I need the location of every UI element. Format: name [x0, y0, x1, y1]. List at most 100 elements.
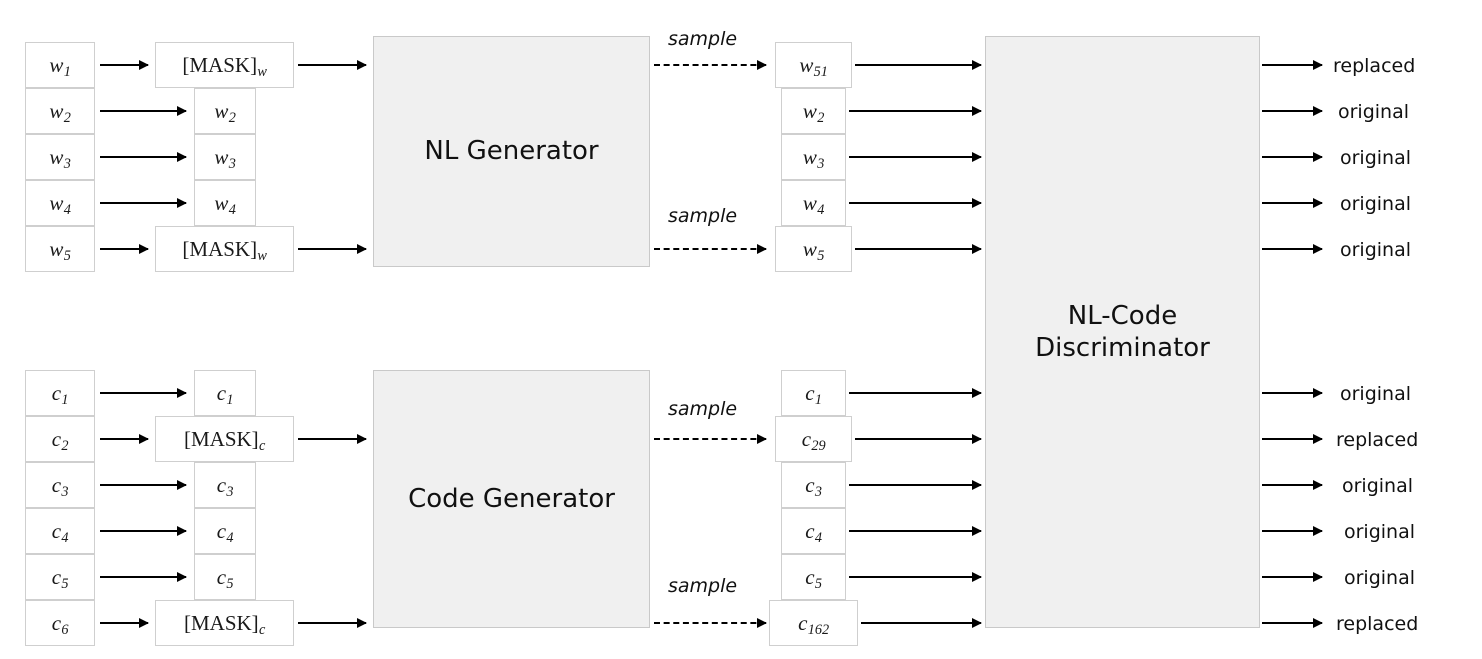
- token-text: c3: [805, 472, 823, 501]
- token-text: w2: [49, 98, 71, 127]
- arrow-code-to-discriminator-2: [855, 434, 982, 444]
- code-masked-token-6: [MASK]c: [155, 600, 294, 646]
- arrow-code-to-discriminator-3: [849, 480, 982, 490]
- code-output-label-4: original: [1344, 521, 1416, 543]
- token-text: [MASK]w: [182, 236, 267, 265]
- token-text: [MASK]c: [183, 426, 266, 455]
- token-text: w4: [802, 190, 825, 219]
- arrow-nl-input-2: [100, 106, 187, 116]
- nl-sampled-token-3: w3: [781, 134, 846, 180]
- arrow-code-output-3: [1262, 480, 1323, 490]
- arrow-code-output-1: [1262, 388, 1323, 398]
- nl-output-label-2: original: [1338, 101, 1410, 123]
- nl-input-token-3: w3: [25, 134, 95, 180]
- token-text: w5: [49, 236, 71, 265]
- code-sampled-token-2: c29: [775, 416, 852, 462]
- nl-input-token-5: w5: [25, 226, 95, 272]
- token-text: c1: [51, 380, 69, 409]
- arrow-nl-sample-2: [654, 244, 767, 254]
- code-output-label-2: replaced: [1336, 429, 1419, 451]
- nl-masked-token-4: w4: [194, 180, 256, 226]
- code-masked-token-5: c5: [194, 554, 256, 600]
- code-masked-token-2: [MASK]c: [155, 416, 294, 462]
- token-text: c5: [216, 564, 234, 593]
- arrow-code-input-5: [100, 572, 187, 582]
- arrow-code-input-1: [100, 388, 187, 398]
- code-sampled-token-4: c4: [781, 508, 846, 554]
- nl-sampled-token-4: w4: [781, 180, 846, 226]
- arrow-nl-input-1: [100, 60, 149, 70]
- token-text: c2: [51, 426, 69, 455]
- arrow-code-mask-to-generator-1: [298, 434, 367, 444]
- token-text: w2: [802, 98, 825, 127]
- token-text: c3: [216, 472, 234, 501]
- arrow-code-sample-2: [654, 618, 767, 628]
- nl-masked-token-3: w3: [194, 134, 256, 180]
- nl-sample-label-top: sample: [668, 28, 738, 50]
- code-output-label-1: original: [1340, 383, 1412, 405]
- arrow-nl-output-2: [1262, 106, 1323, 116]
- arrow-code-input-4: [100, 526, 187, 536]
- arrow-nl-mask-to-generator-2: [298, 244, 367, 254]
- token-text: c4: [805, 518, 823, 547]
- token-text: c3: [51, 472, 69, 501]
- nl-output-label-3: original: [1340, 147, 1412, 169]
- nl-input-token-2: w2: [25, 88, 95, 134]
- code-masked-token-1: c1: [194, 370, 256, 416]
- arrow-code-input-2: [100, 434, 149, 444]
- arrow-code-output-2: [1262, 434, 1323, 444]
- token-text: w3: [802, 144, 825, 173]
- arrow-code-sample-1: [654, 434, 767, 444]
- token-text: c4: [51, 518, 69, 547]
- arrow-nl-output-5: [1262, 244, 1323, 254]
- arrow-nl-input-3: [100, 152, 187, 162]
- arrow-code-mask-to-generator-2: [298, 618, 367, 628]
- token-text: c6: [51, 610, 69, 639]
- arrow-nl-to-discriminator-3: [849, 152, 982, 162]
- code-output-label-5: original: [1344, 567, 1416, 589]
- discriminator-label-line2: Discriminator: [1035, 333, 1210, 363]
- arrow-nl-to-discriminator-1: [855, 60, 982, 70]
- token-text: c162: [798, 610, 830, 639]
- nl-masked-token-5: [MASK]w: [155, 226, 294, 272]
- nl-sampled-token-2: w2: [781, 88, 846, 134]
- token-text: c29: [801, 426, 826, 455]
- arrow-code-input-3: [100, 480, 187, 490]
- arrow-nl-to-discriminator-5: [855, 244, 982, 254]
- token-text: w4: [214, 190, 236, 219]
- nl-generator-block: NL Generator: [373, 36, 650, 267]
- arrow-code-output-4: [1262, 526, 1323, 536]
- nl-masked-token-2: w2: [194, 88, 256, 134]
- nl-input-token-1: w1: [25, 42, 95, 88]
- token-text: c5: [51, 564, 69, 593]
- code-sampled-token-6: c162: [769, 600, 858, 646]
- code-output-label-3: original: [1342, 475, 1414, 497]
- nl-output-label-5: original: [1340, 239, 1412, 261]
- arrow-nl-mask-to-generator-1: [298, 60, 367, 70]
- arrow-nl-input-5: [100, 244, 149, 254]
- nl-output-label-4: original: [1340, 193, 1412, 215]
- nl-sample-label-bottom: sample: [668, 205, 738, 227]
- token-text: [MASK]w: [182, 52, 267, 81]
- code-input-token-6: c6: [25, 600, 95, 646]
- nl-sampled-token-5: w5: [775, 226, 852, 272]
- discriminator-label-line1: NL-Code: [1067, 300, 1178, 331]
- arrow-code-to-discriminator-4: [849, 526, 982, 536]
- code-masked-token-3: c3: [194, 462, 256, 508]
- token-text: [MASK]c: [183, 610, 266, 639]
- code-input-token-2: c2: [25, 416, 95, 462]
- nl-sampled-token-1: w51: [775, 42, 852, 88]
- token-text: c4: [216, 518, 234, 547]
- arrow-code-to-discriminator-5: [849, 572, 982, 582]
- code-sample-label-top: sample: [668, 398, 738, 420]
- nl-masked-token-1: [MASK]w: [155, 42, 294, 88]
- token-text: w3: [49, 144, 71, 173]
- nl-input-token-4: w4: [25, 180, 95, 226]
- token-text: w1: [49, 52, 71, 81]
- arrow-nl-sample-1: [654, 60, 767, 70]
- code-sample-label-bottom: sample: [668, 575, 738, 597]
- nl-code-discriminator-block: NL-Code Discriminator: [985, 36, 1260, 628]
- token-text: w51: [799, 52, 828, 81]
- token-text: w4: [49, 190, 71, 219]
